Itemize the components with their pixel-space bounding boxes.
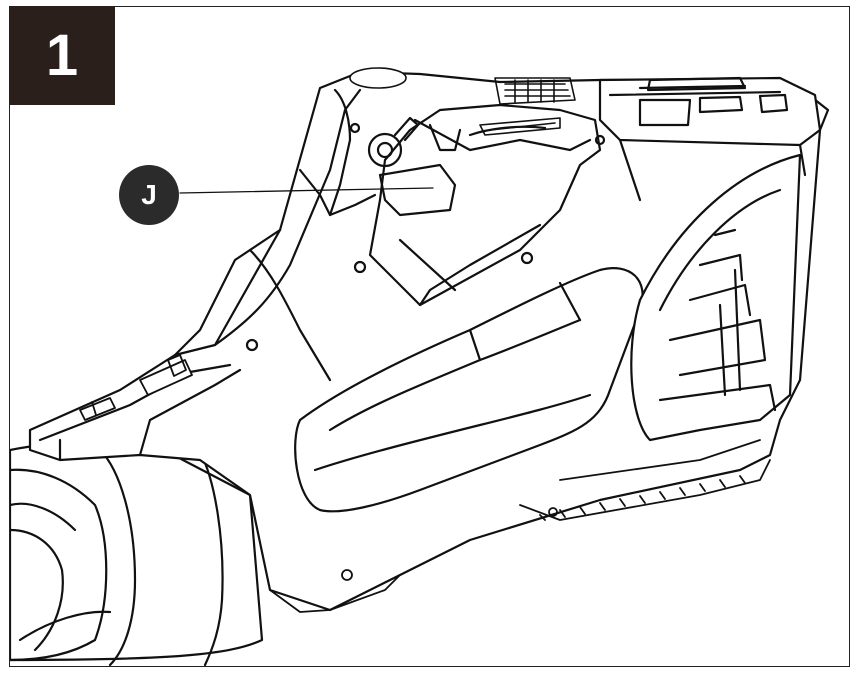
callout-leader-line <box>180 188 433 193</box>
callout-j: J <box>119 165 179 225</box>
trigger-assembly <box>247 105 604 350</box>
vent-grille <box>631 155 800 440</box>
base-ribs <box>270 440 770 612</box>
speed-switch <box>80 355 192 420</box>
step-number: 1 <box>45 22 79 88</box>
handle-housing <box>30 72 828 610</box>
grip-texture <box>350 68 575 135</box>
step-number-badge: 1 <box>9 6 115 105</box>
grip-opening <box>295 268 642 511</box>
battery-pack <box>600 78 820 200</box>
callout-label: J <box>141 179 157 210</box>
